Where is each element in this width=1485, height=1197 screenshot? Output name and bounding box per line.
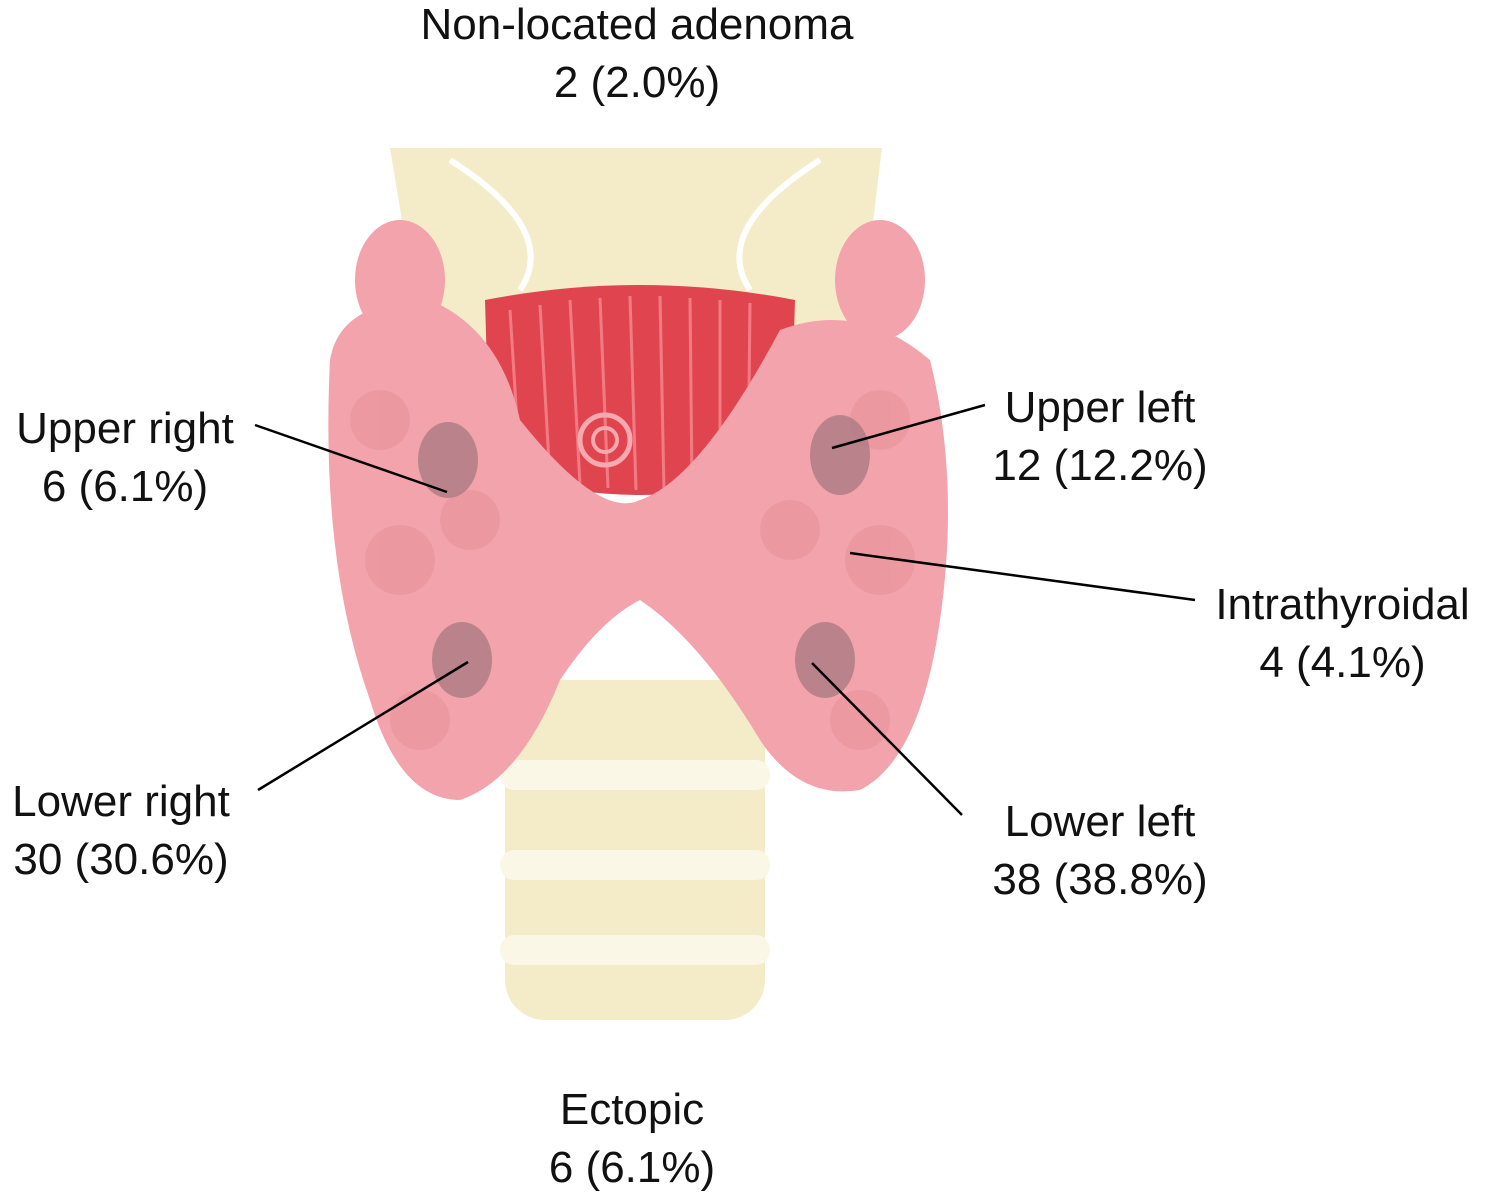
label-name: Ectopic [559,1085,705,1134]
label-lower-left: Lower left 38 (38.8%) [975,793,1225,909]
label-name: Non-located adenoma [420,0,854,49]
leader-line-intrathyroidal [849,551,1196,602]
label-name: Intrathyroidal [1215,580,1470,629]
label-value: 4 (4.1%) [1259,638,1426,687]
nodule-lower-left [795,622,855,698]
leader-line-upper-left [831,403,986,450]
nodule-upper-left [810,415,870,495]
leader-line-upper-right [254,423,448,494]
adenoma-nodules [418,415,870,698]
label-name: Lower right [12,777,230,826]
label-upper-right: Upper right 6 (6.1%) [0,400,250,516]
label-ectopic: Ectopic 6 (6.1%) [507,1081,757,1197]
label-name: Upper left [1004,383,1196,432]
label-value: 38 (38.8%) [992,855,1208,904]
label-name: Lower left [1004,797,1196,846]
label-value: 12 (12.2%) [992,441,1208,490]
label-name: Upper right [16,404,234,453]
label-upper-left: Upper left 12 (12.2%) [975,379,1225,495]
label-non-located: Non-located adenoma 2 (2.0%) [387,0,887,112]
nodule-upper-right [418,422,478,498]
label-value: 2 (2.0%) [553,58,721,107]
label-value: 6 (6.1%) [41,462,209,511]
label-intrathyroidal: Intrathyroidal 4 (4.1%) [1200,576,1485,692]
leader-line-lower-right [257,660,469,792]
label-value: 30 (30.6%) [13,835,229,884]
nodule-lower-right [432,622,492,698]
label-value: 6 (6.1%) [548,1143,716,1192]
leader-line-lower-left [811,662,963,816]
label-lower-right: Lower right 30 (30.6%) [0,773,242,889]
